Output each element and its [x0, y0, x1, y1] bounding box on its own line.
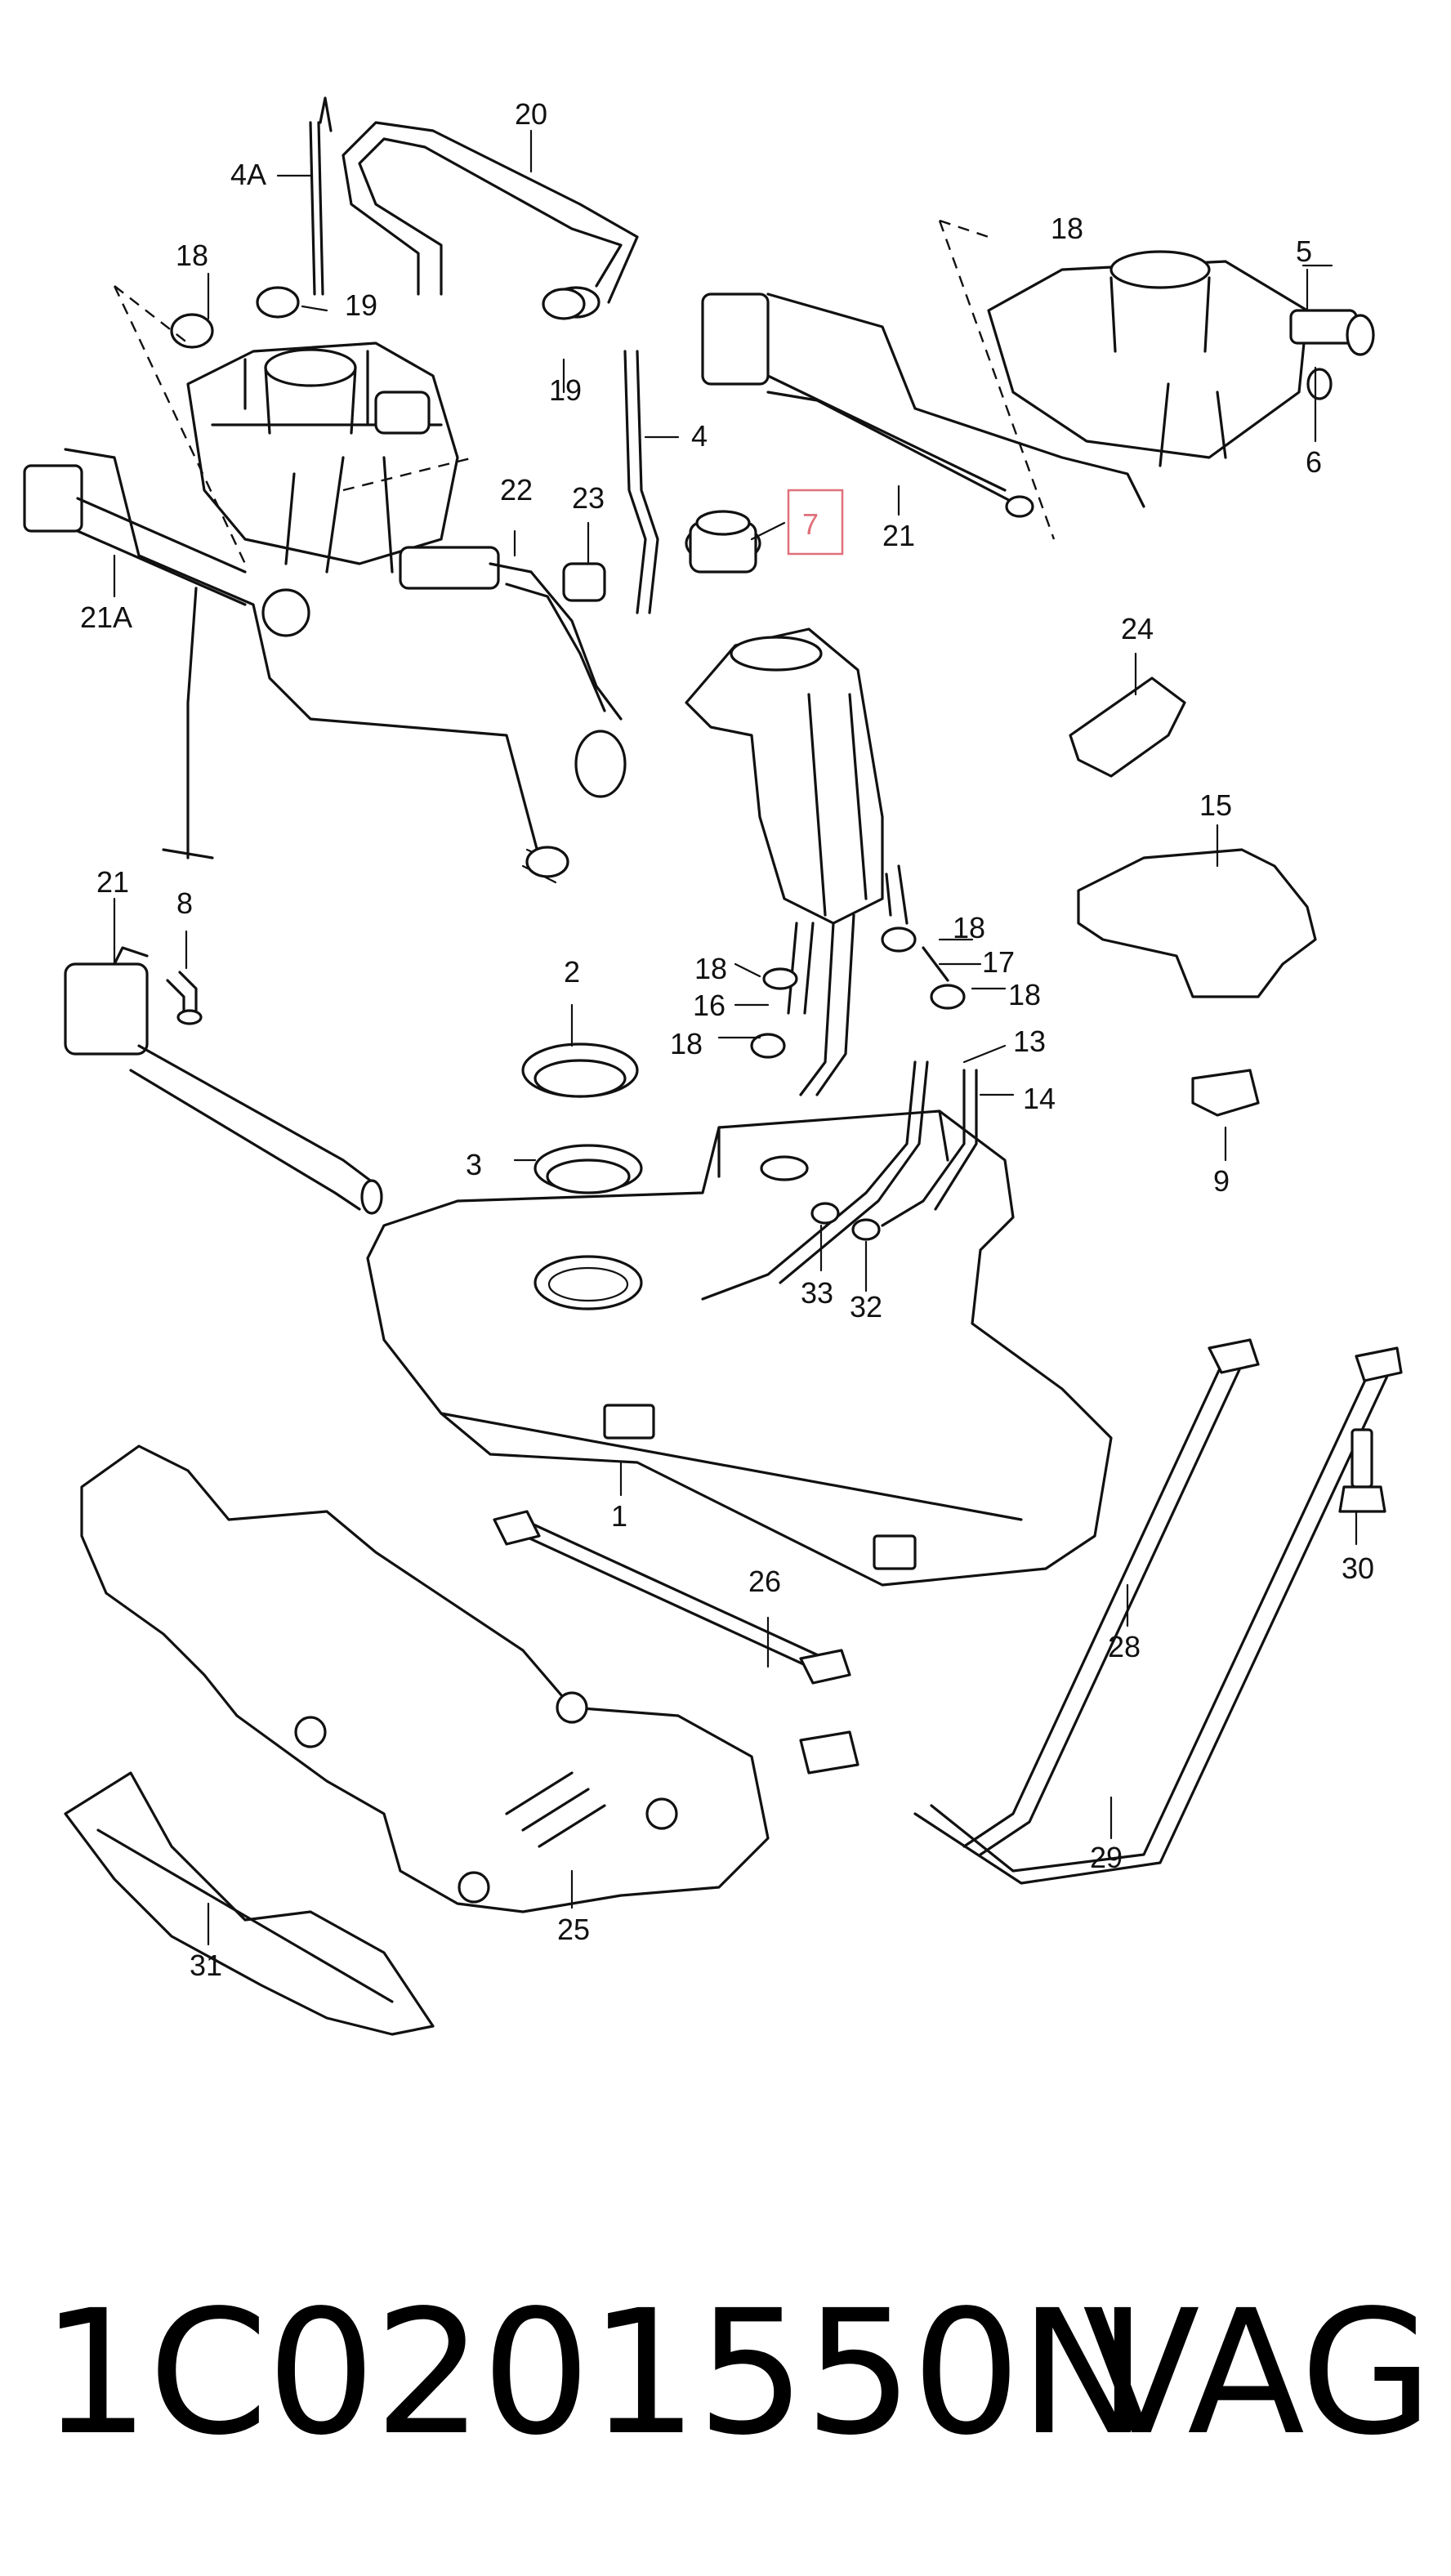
footer-caption: 1C0201550N VAG	[0, 2255, 1451, 2492]
callout-2: 2	[564, 955, 580, 989]
part-3-seal	[534, 1144, 643, 1194]
filler-neck-right	[938, 219, 1309, 540]
part-22-fitting	[399, 546, 627, 884]
diagram-drawing: 20 4A 18 19 19 4 5 6 18 21 22 23 7 21A 2…	[23, 96, 1403, 2036]
callout-9: 9	[1213, 1164, 1230, 1198]
part-31-stiffener	[64, 1771, 435, 2036]
part-21-left-breather	[64, 946, 383, 1215]
part-28-strap	[962, 1338, 1260, 1856]
callout-18: 18	[670, 1027, 703, 1060]
callout-29: 29	[1090, 1841, 1123, 1874]
callout-31: 31	[190, 1949, 222, 1982]
callout-28: 28	[1108, 1630, 1141, 1663]
part-9-clip	[1191, 1069, 1260, 1117]
callout-24: 24	[1121, 612, 1154, 645]
callout-18: 18	[953, 911, 985, 944]
callout-23: 23	[572, 481, 605, 515]
part-25-heat-shield	[80, 1444, 770, 1913]
callout-21a: 21A	[80, 600, 132, 634]
brand-name: VAG	[1083, 2273, 1433, 2473]
callout-32: 32	[850, 1290, 882, 1324]
callout-18: 18	[694, 952, 727, 985]
part-15-shield	[1077, 848, 1317, 998]
part-24-bracket	[1069, 676, 1186, 778]
dashed-guides-left	[113, 285, 475, 565]
callout-21: 21	[882, 519, 915, 552]
callout-8: 8	[176, 886, 193, 920]
callout-15: 15	[1199, 788, 1232, 822]
part-number: 1C0201550N	[41, 2273, 1148, 2473]
callout-26: 26	[748, 1565, 781, 1598]
lines-13-14-32-33	[701, 1060, 978, 1301]
callout-20: 20	[515, 97, 547, 131]
callout-13: 13	[1013, 1025, 1046, 1058]
highlight-box	[787, 489, 844, 556]
filler-pipe	[685, 627, 884, 925]
callout-4: 4	[691, 419, 708, 453]
pipe-21A	[23, 448, 541, 859]
part-26-strap	[493, 1510, 851, 1685]
callout-18: 18	[1051, 212, 1083, 245]
callout-22: 22	[500, 473, 533, 507]
callout-5: 5	[1296, 234, 1312, 268]
part-8-hose	[166, 971, 203, 1025]
part-23-grommet	[562, 562, 606, 602]
callout-18: 18	[1008, 978, 1041, 1011]
callout-25: 25	[557, 1913, 590, 1946]
exploded-parts-diagram: 20 4A 18 19 19 4 5 6 18 21 22 23 7 21A 2…	[23, 96, 1403, 2036]
callout-16: 16	[693, 989, 726, 1022]
callout-14: 14	[1023, 1082, 1056, 1115]
filler-neck-left	[186, 342, 459, 574]
hose-clips-18-19	[170, 286, 586, 349]
part-21-breather	[701, 292, 1145, 518]
callout-4a: 4A	[230, 158, 266, 191]
part-2-lock-ring	[521, 1042, 639, 1098]
vent-hose-20	[342, 121, 639, 319]
part-29-strap	[799, 1346, 1403, 1885]
callout-19: 19	[345, 288, 377, 322]
part-7-cap	[685, 510, 761, 574]
callout-1: 1	[611, 1499, 627, 1533]
callout-30: 30	[1342, 1551, 1374, 1585]
callout-3: 3	[466, 1148, 482, 1181]
callout-18: 18	[176, 239, 208, 272]
callout-21: 21	[96, 865, 129, 899]
part-5-connector	[1289, 309, 1375, 400]
leader-lines	[113, 129, 1358, 1946]
callout-7-highlighted: 7	[802, 507, 819, 541]
callout-17: 17	[982, 945, 1015, 979]
callout-labels: 20 4A 18 19 19 4 5 6 18 21 22 23 7 21A 2…	[80, 97, 1374, 1982]
part-30-bolt	[1338, 1428, 1386, 1513]
part-1-fuel-tank	[366, 1109, 1113, 1587]
hoses-16-17-18	[750, 864, 966, 1096]
callout-33: 33	[801, 1276, 833, 1310]
callout-19: 19	[549, 373, 582, 407]
part-4-wire	[623, 350, 659, 614]
callout-6: 6	[1306, 445, 1322, 479]
dipstick-rod	[309, 96, 333, 296]
